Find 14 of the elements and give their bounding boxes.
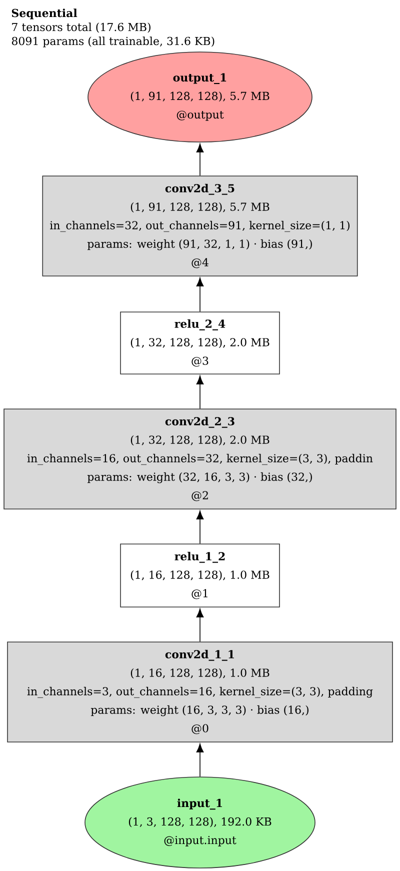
layer-box: relu_1_2 (1, 16, 128, 128), 1.0 MB @1 <box>120 544 280 608</box>
arrow <box>196 144 204 176</box>
arrow <box>196 376 204 409</box>
arrow <box>196 278 204 312</box>
summary-line: 7 tensors total (17.6 MB) <box>12 22 150 33</box>
layer-box: conv2d_2_3 (1, 32, 128, 128), 2.0 MB in_channels=16, out_channels=32, kernel_size=(3, 3), paddin params: weight (32, 16, 3, 3) · bias (32,) @2 <box>4 408 396 510</box>
title: Sequential <box>12 8 78 20</box>
summary-line: 8091 params (all trainable, 31.6 KB) <box>12 36 214 48</box>
arrow <box>196 609 204 642</box>
layer-box: conv2d_1_1 (1, 16, 128, 128), 1.0 MB in_channels=3, out_channels=16, kernel_size=(3, 3), padding params: weight (16, 3, 3, 3) · bias (16,) @0 <box>7 642 393 742</box>
layer-box: conv2d_3_5 (1, 91, 128, 128), 5.7 MB in_channels=32, out_channels=91, kernel_size=(1, 1) params: weight (91, 32, 1, 1) · bias (91,) @4 <box>42 176 358 276</box>
arrow <box>196 511 204 544</box>
arrow <box>196 744 204 777</box>
layer-box: relu_2_4 (1, 32, 128, 128), 2.0 MB @3 <box>120 312 280 374</box>
